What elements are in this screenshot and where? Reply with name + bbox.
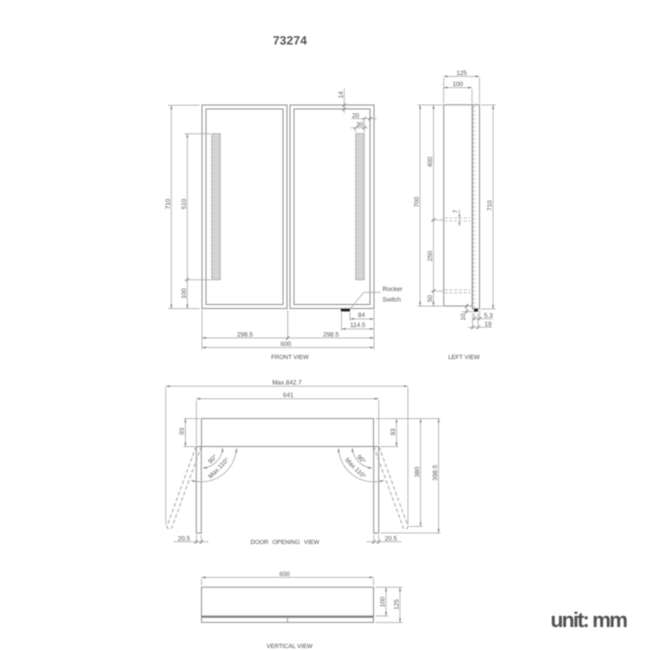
svg-text:100: 100 bbox=[380, 596, 387, 607]
svg-text:600: 600 bbox=[281, 341, 292, 348]
svg-text:50: 50 bbox=[427, 295, 434, 303]
svg-text:LEFT VIEW: LEFT VIEW bbox=[448, 354, 480, 361]
svg-text:7: 7 bbox=[453, 209, 460, 213]
svg-text:73274: 73274 bbox=[273, 34, 307, 48]
svg-text:20.5: 20.5 bbox=[178, 535, 191, 542]
svg-text:93: 93 bbox=[179, 427, 186, 435]
svg-text:398.5: 398.5 bbox=[432, 464, 439, 480]
svg-text:641: 641 bbox=[283, 392, 294, 399]
svg-text:30: 30 bbox=[356, 122, 364, 129]
svg-text:10: 10 bbox=[460, 313, 467, 321]
svg-text:20.5: 20.5 bbox=[385, 535, 398, 542]
svg-text:600: 600 bbox=[279, 571, 290, 578]
svg-text:unit: mm: unit: mm bbox=[551, 609, 628, 632]
svg-text:298.5: 298.5 bbox=[323, 331, 339, 338]
svg-text:250: 250 bbox=[427, 250, 434, 261]
svg-text:710: 710 bbox=[165, 198, 172, 209]
svg-text:710: 710 bbox=[487, 200, 494, 211]
svg-text:700: 700 bbox=[414, 196, 421, 207]
svg-text:VERTICAL VIEW: VERTICAL VIEW bbox=[266, 643, 312, 650]
svg-text:90°: 90° bbox=[207, 453, 219, 465]
svg-text:Rocker: Rocker bbox=[383, 286, 403, 293]
svg-text:125: 125 bbox=[456, 70, 467, 77]
svg-text:19: 19 bbox=[484, 321, 492, 328]
svg-text:84: 84 bbox=[358, 312, 366, 319]
svg-text:100: 100 bbox=[181, 288, 188, 299]
svg-text:14: 14 bbox=[338, 91, 345, 99]
svg-text:114.5: 114.5 bbox=[350, 322, 366, 329]
svg-text:125: 125 bbox=[394, 599, 401, 610]
svg-text:510: 510 bbox=[181, 198, 188, 209]
svg-text:DOOR OPENING VIEW: DOOR OPENING VIEW bbox=[251, 539, 320, 546]
svg-text:400: 400 bbox=[427, 156, 434, 167]
svg-text:FRONT VIEW: FRONT VIEW bbox=[271, 354, 309, 361]
svg-text:Max.842.7: Max.842.7 bbox=[272, 380, 302, 387]
svg-text:5.3: 5.3 bbox=[484, 312, 493, 319]
svg-text:20: 20 bbox=[352, 112, 360, 119]
svg-text:380: 380 bbox=[414, 466, 421, 477]
svg-text:298.5: 298.5 bbox=[237, 331, 253, 338]
svg-text:93: 93 bbox=[390, 428, 397, 436]
svg-text:Switch: Switch bbox=[383, 297, 402, 304]
svg-text:90°: 90° bbox=[355, 454, 367, 466]
svg-text:100: 100 bbox=[453, 81, 464, 88]
